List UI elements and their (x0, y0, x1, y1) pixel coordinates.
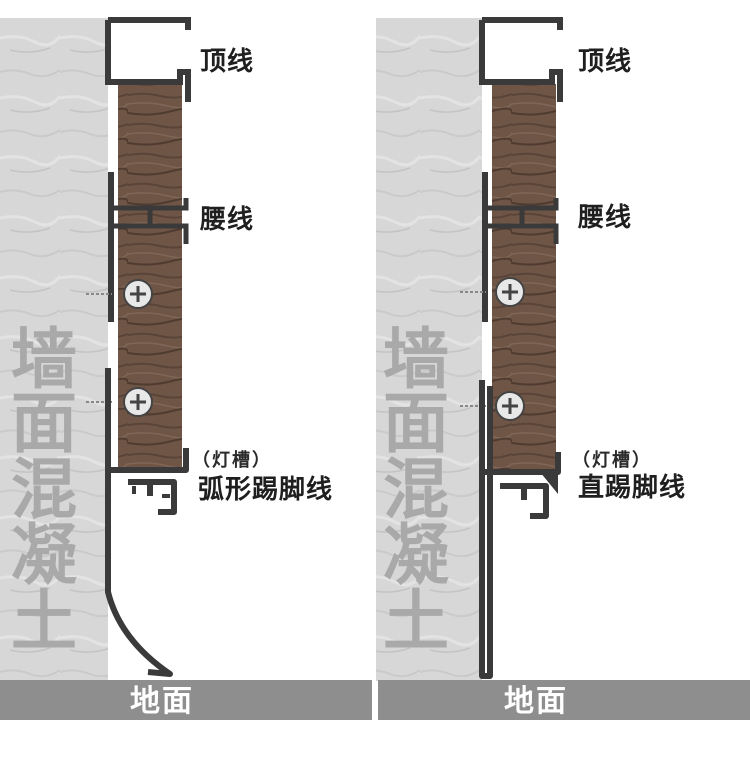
wall-char: 土 (383, 583, 449, 660)
left-wall (0, 18, 108, 681)
right-slot-label: （灯槽） (572, 449, 652, 471)
right-floor-label: 地面 (504, 684, 568, 719)
left-top-label: 顶线 (200, 47, 254, 77)
right-floor (378, 680, 750, 720)
wall-char: 面 (383, 385, 449, 462)
wall-char: 混 (383, 451, 449, 528)
left-floor-label: 地面 (130, 684, 194, 719)
left-panel: 墙 面 混 凝 土 顶线 腰线 （ (0, 17, 372, 720)
wall-char: 凝 (11, 517, 77, 594)
left-screw-upper (86, 279, 153, 309)
wall-char: 墙 (383, 321, 449, 398)
right-panel: 墙 面 混 凝 土 顶线 腰线 （灯槽） 直踢脚线 地面 (376, 17, 750, 720)
right-top-label: 顶线 (578, 47, 632, 77)
left-top-profile (105, 17, 191, 102)
left-wall-text: 墙 面 混 凝 土 (11, 321, 77, 660)
right-wall-text: 墙 面 混 凝 土 (383, 321, 449, 660)
left-base-label: 弧形踢脚线 (198, 475, 333, 505)
left-arc-skirting-profile (105, 368, 189, 677)
wall-char: 土 (11, 583, 77, 660)
left-slot-label: （灯槽） (192, 449, 272, 471)
left-waist-profile (108, 172, 189, 322)
right-wall (376, 18, 482, 681)
wall-char: 混 (11, 451, 77, 528)
right-top-profile (479, 17, 563, 102)
right-waist-profile (482, 172, 559, 322)
right-waist-label: 腰线 (577, 203, 632, 233)
left-waist-label: 腰线 (199, 205, 254, 235)
wall-char: 面 (11, 385, 77, 462)
right-screw-upper (460, 277, 525, 307)
wall-char: 凝 (383, 517, 449, 594)
wall-char: 墙 (11, 321, 77, 398)
right-base-label: 直踢脚线 (578, 473, 686, 503)
left-floor (0, 680, 372, 720)
